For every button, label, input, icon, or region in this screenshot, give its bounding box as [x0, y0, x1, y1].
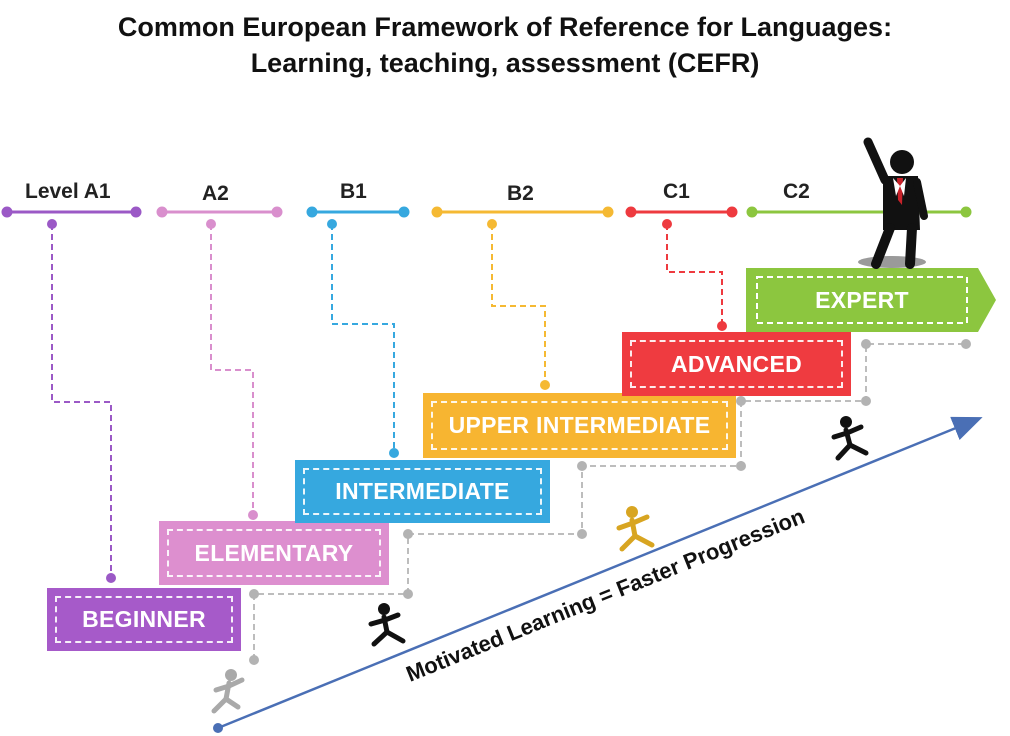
- step-elementary: ELEMENTARY: [159, 521, 389, 585]
- step-upper-intermediate: UPPER INTERMEDIATE: [423, 393, 736, 458]
- running-person-icon: [368, 603, 406, 647]
- step-label: ELEMENTARY: [167, 529, 381, 577]
- connector-a2: [210, 224, 254, 515]
- connector-b1: [331, 224, 395, 453]
- running-person-icon: [211, 669, 245, 714]
- step-label: BEGINNER: [55, 596, 233, 643]
- connector-a1: [51, 224, 112, 578]
- diagram-title-line1: Common European Framework of Reference f…: [117, 12, 893, 42]
- connector-b2: [491, 224, 546, 385]
- level-label-a1: Level A1: [25, 180, 111, 203]
- step-expert: EXPERT: [757, 277, 967, 323]
- level-label-a2: A2: [202, 182, 229, 205]
- level-label-c1: C1: [663, 180, 690, 203]
- progression-arrow: [217, 416, 983, 730]
- step-intermediate: INTERMEDIATE: [295, 460, 550, 523]
- step-label: INTERMEDIATE: [303, 468, 542, 515]
- connector-c1: [666, 224, 723, 326]
- diagram-title-line2: Learning, teaching, assessment (CEFR): [250, 48, 760, 78]
- step-label: EXPERT: [815, 286, 909, 313]
- running-person-icon: [831, 416, 869, 461]
- level-bar-b2: [431, 206, 614, 218]
- step-beginner: BEGINNER: [47, 588, 241, 651]
- level-label-b1: B1: [340, 180, 367, 203]
- level-bar-c2: [746, 206, 972, 218]
- step-advanced: ADVANCED: [622, 332, 851, 396]
- level-label-c2: C2: [783, 180, 810, 203]
- level-bar-a2: [156, 206, 283, 218]
- step-label: ADVANCED: [630, 340, 843, 388]
- progression-label: Motivated Learning = Faster Progression: [403, 503, 809, 686]
- running-person-icon: [616, 506, 655, 552]
- level-bar-c1: [625, 206, 738, 218]
- level-label-b2: B2: [507, 182, 534, 205]
- level-bar-b1: [306, 206, 410, 218]
- step-label: UPPER INTERMEDIATE: [431, 401, 728, 450]
- level-bar-a1: [1, 206, 142, 218]
